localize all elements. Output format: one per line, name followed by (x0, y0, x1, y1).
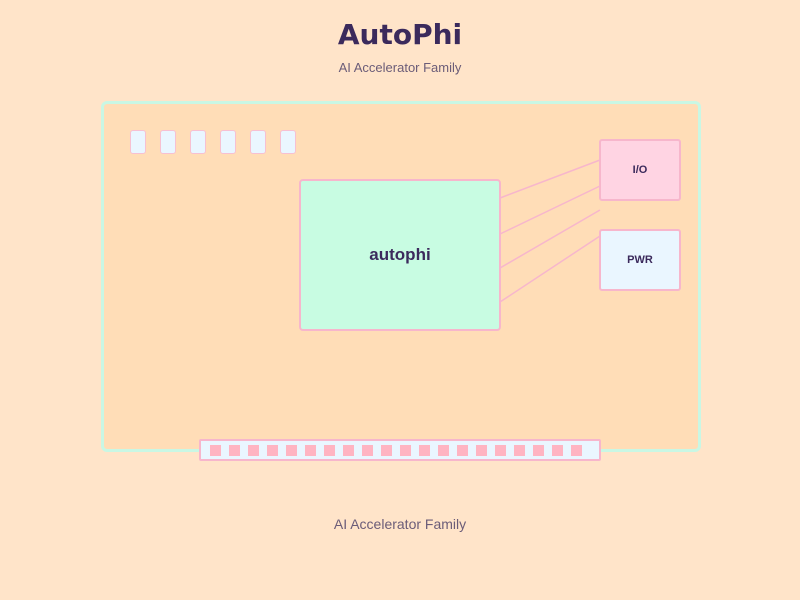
edge-connector (199, 439, 601, 461)
connector-pin (305, 445, 316, 456)
connector-pin (533, 445, 544, 456)
connector-pin (476, 445, 487, 456)
memory-slot (160, 130, 176, 154)
power-module: PWR (599, 229, 681, 291)
connector-pin (457, 445, 468, 456)
connector-pin (514, 445, 525, 456)
connector-pin (343, 445, 354, 456)
connector-pin (495, 445, 506, 456)
connector-pin (248, 445, 259, 456)
memory-slot (220, 130, 236, 154)
connector-pin (400, 445, 411, 456)
processor-chip: autophi (299, 179, 501, 331)
pwr-label: PWR (627, 254, 653, 266)
memory-slot (130, 130, 146, 154)
connector-pin (362, 445, 373, 456)
io-label: I/O (632, 164, 648, 176)
connector-pin (571, 445, 582, 456)
connector-pin (210, 445, 221, 456)
connector-pin (381, 445, 392, 456)
connector-pin (324, 445, 335, 456)
connector-pin (438, 445, 449, 456)
memory-slot (250, 130, 266, 154)
connector-pin (229, 445, 240, 456)
io-module: I/O (599, 139, 681, 201)
footer-text: AI Accelerator Family (333, 516, 467, 532)
connector-pin (286, 445, 297, 456)
page-subtitle: AI Accelerator Family (338, 60, 462, 75)
chip-label: autophi (369, 245, 431, 264)
page-title: AutoPhi (337, 18, 463, 51)
connector-pin (267, 445, 278, 456)
connector-pin (419, 445, 430, 456)
connector-pin (552, 445, 563, 456)
memory-slot (280, 130, 296, 154)
memory-slot (190, 130, 206, 154)
